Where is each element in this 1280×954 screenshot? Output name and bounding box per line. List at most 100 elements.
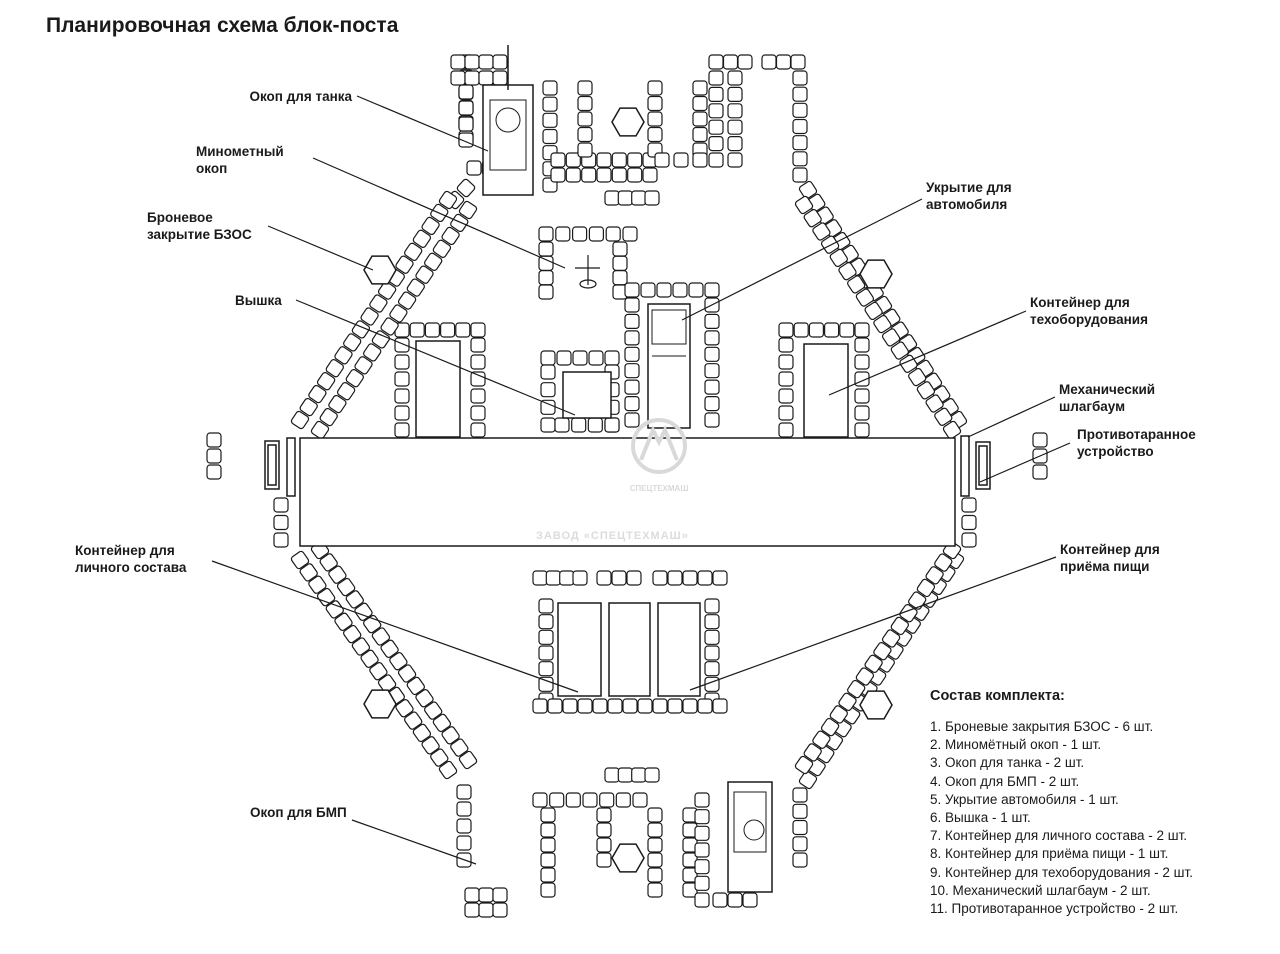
bzos-covers xyxy=(363,107,893,873)
gabion-block xyxy=(624,297,640,313)
gabion-block xyxy=(622,698,638,714)
gabion-block xyxy=(823,322,840,338)
gabion-block xyxy=(412,723,432,743)
kit-item: 10. Механический шлагбаум - 2 шт. xyxy=(930,882,1151,898)
shelter-vehicle xyxy=(647,303,691,429)
gabion-block xyxy=(492,887,508,903)
gabion-block xyxy=(682,698,698,714)
gabion-block xyxy=(377,281,397,300)
gabion-block xyxy=(562,698,578,714)
gabion-block xyxy=(466,160,482,176)
bzos-hex xyxy=(363,255,397,285)
gabion-block xyxy=(290,410,310,430)
gabion-block xyxy=(694,825,710,841)
gabion-block xyxy=(694,809,710,825)
gabion-block xyxy=(540,837,556,853)
gabion-block xyxy=(336,382,356,401)
gabion-block xyxy=(934,553,953,572)
watermark-brand: СПЕЦТЕХМАШ xyxy=(629,484,689,493)
gabion-block xyxy=(538,676,554,692)
tower xyxy=(562,371,612,419)
gabion-block xyxy=(704,330,720,346)
gabion-block xyxy=(647,882,663,898)
gabion-block xyxy=(532,792,548,808)
gabion-block xyxy=(692,95,708,112)
gabion-block xyxy=(380,317,399,336)
gabion-block xyxy=(540,364,556,380)
gabion-block xyxy=(478,54,494,70)
gabion-block xyxy=(881,328,901,347)
gabion-block xyxy=(441,726,460,745)
gabion-block xyxy=(540,382,556,398)
gabion-block xyxy=(547,698,563,714)
gabion-block xyxy=(319,553,338,572)
gabion-block xyxy=(328,394,347,414)
gabion-block xyxy=(704,412,720,428)
gabion-block xyxy=(273,514,289,531)
gabion-block xyxy=(440,322,456,338)
gabion-block xyxy=(540,852,556,868)
gabion-block xyxy=(694,792,710,808)
gabion-block xyxy=(310,420,330,440)
gabion-block xyxy=(692,126,708,143)
gabion-block xyxy=(371,330,391,349)
gabion-block xyxy=(308,575,327,594)
gabion-block xyxy=(572,350,588,366)
gabion-block xyxy=(704,614,720,630)
gabion-block xyxy=(624,282,640,298)
gabion-block xyxy=(890,341,909,360)
gabion-block xyxy=(206,464,222,480)
gabion-block xyxy=(722,54,739,70)
bzos-hex xyxy=(611,843,645,873)
gabion-block xyxy=(415,689,434,708)
gabion-block xyxy=(778,371,794,387)
gabion-block xyxy=(540,882,556,898)
gabion-block xyxy=(492,54,508,70)
gabion-block xyxy=(627,167,643,183)
gabion-block xyxy=(682,570,698,586)
gabion-block xyxy=(854,405,870,421)
gabion-block xyxy=(371,627,391,646)
gabion-block xyxy=(325,359,344,378)
gabion-block xyxy=(778,322,794,338)
gabion-block xyxy=(708,54,724,70)
gabion-block xyxy=(647,126,663,143)
gabion-block xyxy=(538,255,554,271)
gabion-block xyxy=(624,396,640,412)
gabion-block xyxy=(455,322,471,338)
gabion-block xyxy=(450,738,469,757)
gabion-block xyxy=(704,379,720,395)
gabion-block xyxy=(855,288,875,307)
gabion-block xyxy=(704,282,720,298)
gabion-block xyxy=(656,282,672,298)
gabion-block xyxy=(624,330,640,346)
gabion-block xyxy=(647,852,663,868)
gabion-block xyxy=(839,322,855,338)
bzos-hex xyxy=(363,689,397,719)
gabion-block xyxy=(794,195,814,215)
gabion-block xyxy=(737,54,753,70)
gabion-block xyxy=(394,405,410,421)
gabion-block xyxy=(854,422,870,438)
kit-item: 4. Окоп для БМП - 2 шт. xyxy=(930,773,1080,789)
gabion-block xyxy=(360,307,379,326)
gabion-block xyxy=(404,242,423,261)
barrier-right xyxy=(960,435,970,497)
gabion-block xyxy=(704,396,720,412)
gabion-block xyxy=(792,135,808,151)
gabion-block xyxy=(430,748,449,767)
kit-item: 8. Контейнер для приёма пищи - 1 шт. xyxy=(930,846,1169,862)
gabion-block xyxy=(464,54,480,70)
gabion-block xyxy=(581,167,597,183)
label-barrier: Механический шлагбаум xyxy=(1059,382,1156,414)
label-food-container: Контейнер для приёма пищи xyxy=(1060,542,1160,574)
gabion-block xyxy=(708,103,724,119)
gabion-block xyxy=(803,743,822,762)
gabion-block xyxy=(596,822,612,838)
gabion-block xyxy=(792,151,808,167)
gabion-block xyxy=(647,111,663,127)
gabion-block xyxy=(611,167,627,183)
bzos-hex xyxy=(611,107,645,137)
gabion-block xyxy=(464,887,480,903)
kit-title: Состав комплекта: xyxy=(930,688,1065,704)
